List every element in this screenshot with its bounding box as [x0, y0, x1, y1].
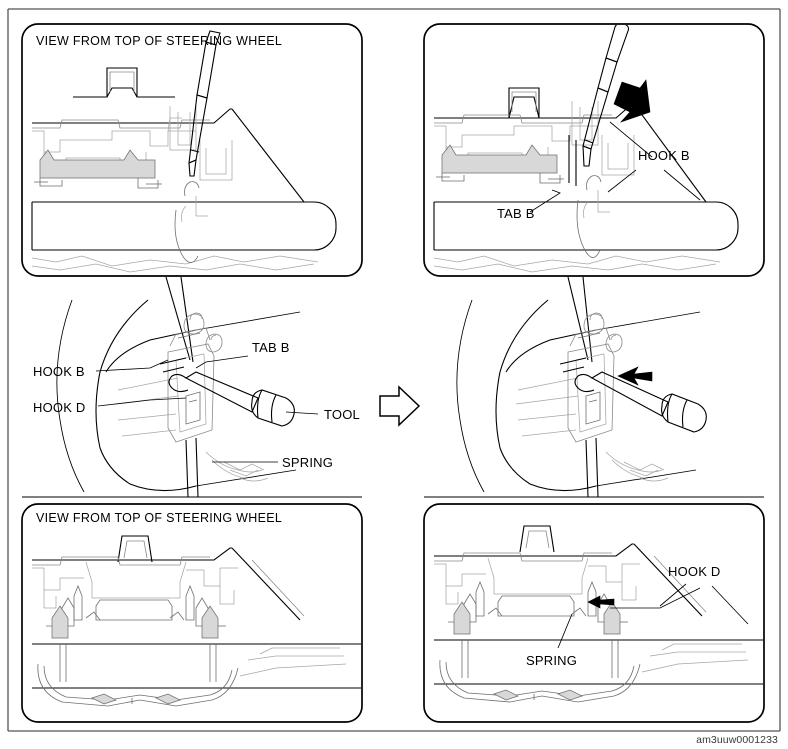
label-tab-b-top-right: TAB B: [497, 206, 535, 221]
panel-bottom-left-title: VIEW FROM TOP OF STEERING WHEEL: [36, 511, 282, 525]
reference-code: am3uuw0001233: [696, 734, 778, 746]
panel-middle-right: [424, 299, 764, 498]
label-hook-d-middle-left: HOOK D: [33, 400, 85, 415]
page-border: [7, 8, 781, 732]
push-left-arrow-middle-right: [617, 366, 653, 386]
panel-top-left: VIEW FROM TOP OF STEERING WHEEL: [21, 23, 363, 277]
press-down-arrow: [613, 79, 651, 123]
step-right-arrow: [379, 385, 421, 427]
panel-bottom-left: VIEW FROM TOP OF STEERING WHEEL: [21, 503, 363, 723]
push-left-arrow-bottom-right: [587, 595, 615, 609]
label-hook-b-top-right: HOOK B: [638, 148, 690, 163]
panel-middle-left: HOOK B HOOK D TAB B TOOL SPRING: [22, 299, 362, 498]
tool-driver-right: [574, 371, 707, 433]
tool-driver-left: [168, 371, 295, 427]
panel-top-left-title: VIEW FROM TOP OF STEERING WHEEL: [36, 34, 282, 48]
tool-screwdriver-top-left: [188, 30, 221, 177]
tool-screwdriver-top-right: [582, 25, 630, 167]
module-assembly-left: [159, 312, 223, 443]
panel-bottom-right-frame: [423, 503, 765, 723]
panel-top-right-frame: [423, 23, 765, 277]
panel-bottom-left-frame: [21, 503, 363, 723]
panel-top-right: HOOK B TAB B: [423, 23, 765, 277]
label-tab-b-middle-left: TAB B: [252, 340, 290, 355]
label-spring-bottom-right: SPRING: [526, 653, 577, 668]
label-tool-middle-left: TOOL: [324, 407, 360, 422]
label-hook-d-bottom-right: HOOK D: [668, 564, 720, 579]
panel-bottom-right: HOOK D SPRING: [423, 503, 765, 723]
label-hook-b-middle-left: HOOK B: [33, 364, 85, 379]
label-spring-middle-left: SPRING: [282, 455, 333, 470]
module-assembly-right: [559, 312, 623, 443]
